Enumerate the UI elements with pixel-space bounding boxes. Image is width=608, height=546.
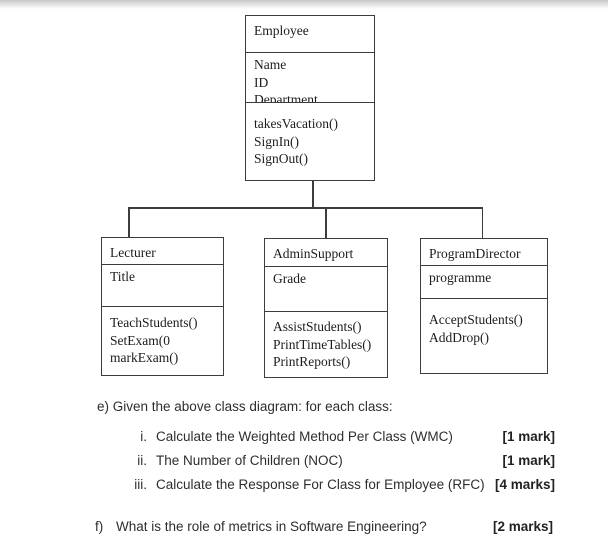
question-e-item-ii: ii. The Number of Children (NOC) [1 mark… (97, 453, 555, 468)
class-attributes: programme (421, 266, 547, 299)
class-name: AdminSupport (265, 239, 387, 267)
page-top-shadow (0, 0, 608, 9)
item-marks: [1 mark] (502, 429, 555, 444)
class-methods: TeachStudents() SetExam(0 markExam() (110, 315, 198, 365)
class-box-programdirector: ProgramDirector programme AcceptStudents… (420, 238, 548, 374)
question-e-heading: e) Given the above class diagram: for ea… (97, 399, 393, 414)
item-marks: [4 marks] (494, 477, 555, 492)
connector-drop-adminsupport (325, 207, 327, 238)
item-numeral: ii. (137, 453, 147, 468)
item-text: Calculate the Weighted Method Per Class … (156, 429, 453, 444)
item-text: The Number of Children (NOC) (156, 453, 343, 468)
item-numeral: f) (95, 519, 104, 534)
connector-stem-line (312, 181, 314, 208)
class-attributes: Title (102, 265, 223, 307)
question-f-line: f) What is the role of metrics in Softwa… (95, 519, 553, 534)
item-marks: [2 marks] (492, 519, 553, 534)
class-attributes: Grade (265, 267, 387, 312)
question-e-item-i: i. Calculate the Weighted Method Per Cla… (97, 429, 555, 444)
item-text: What is the role of metrics in Software … (116, 519, 427, 534)
class-name: Lecturer (102, 238, 223, 265)
item-numeral: iii. (134, 477, 147, 492)
connector-drop-programdirector (481, 207, 483, 238)
item-marks: [1 mark] (502, 453, 555, 468)
connector-horizontal-line (128, 207, 483, 209)
class-name: ProgramDirector (421, 239, 547, 266)
class-name: Employee (246, 16, 374, 53)
class-box-employee: Employee Name ID Department takesVacatio… (245, 15, 375, 181)
item-numeral: i. (140, 429, 147, 444)
class-attributes: Name ID Department (246, 53, 374, 103)
connector-drop-lecturer (128, 207, 130, 237)
item-text: Calculate the Response For Class for Emp… (156, 477, 485, 492)
class-methods: AcceptStudents() AddDrop() (429, 312, 523, 345)
class-box-adminsupport: AdminSupport Grade AssistStudents() Prin… (264, 238, 388, 378)
class-methods: takesVacation() SignIn() SignOut() (254, 116, 338, 166)
class-box-lecturer: Lecturer Title TeachStudents() SetExam(0… (101, 237, 224, 376)
question-e-item-iii: iii. Calculate the Response For Class fo… (97, 477, 555, 492)
class-methods: AssistStudents() PrintTimeTables() Print… (273, 319, 372, 369)
